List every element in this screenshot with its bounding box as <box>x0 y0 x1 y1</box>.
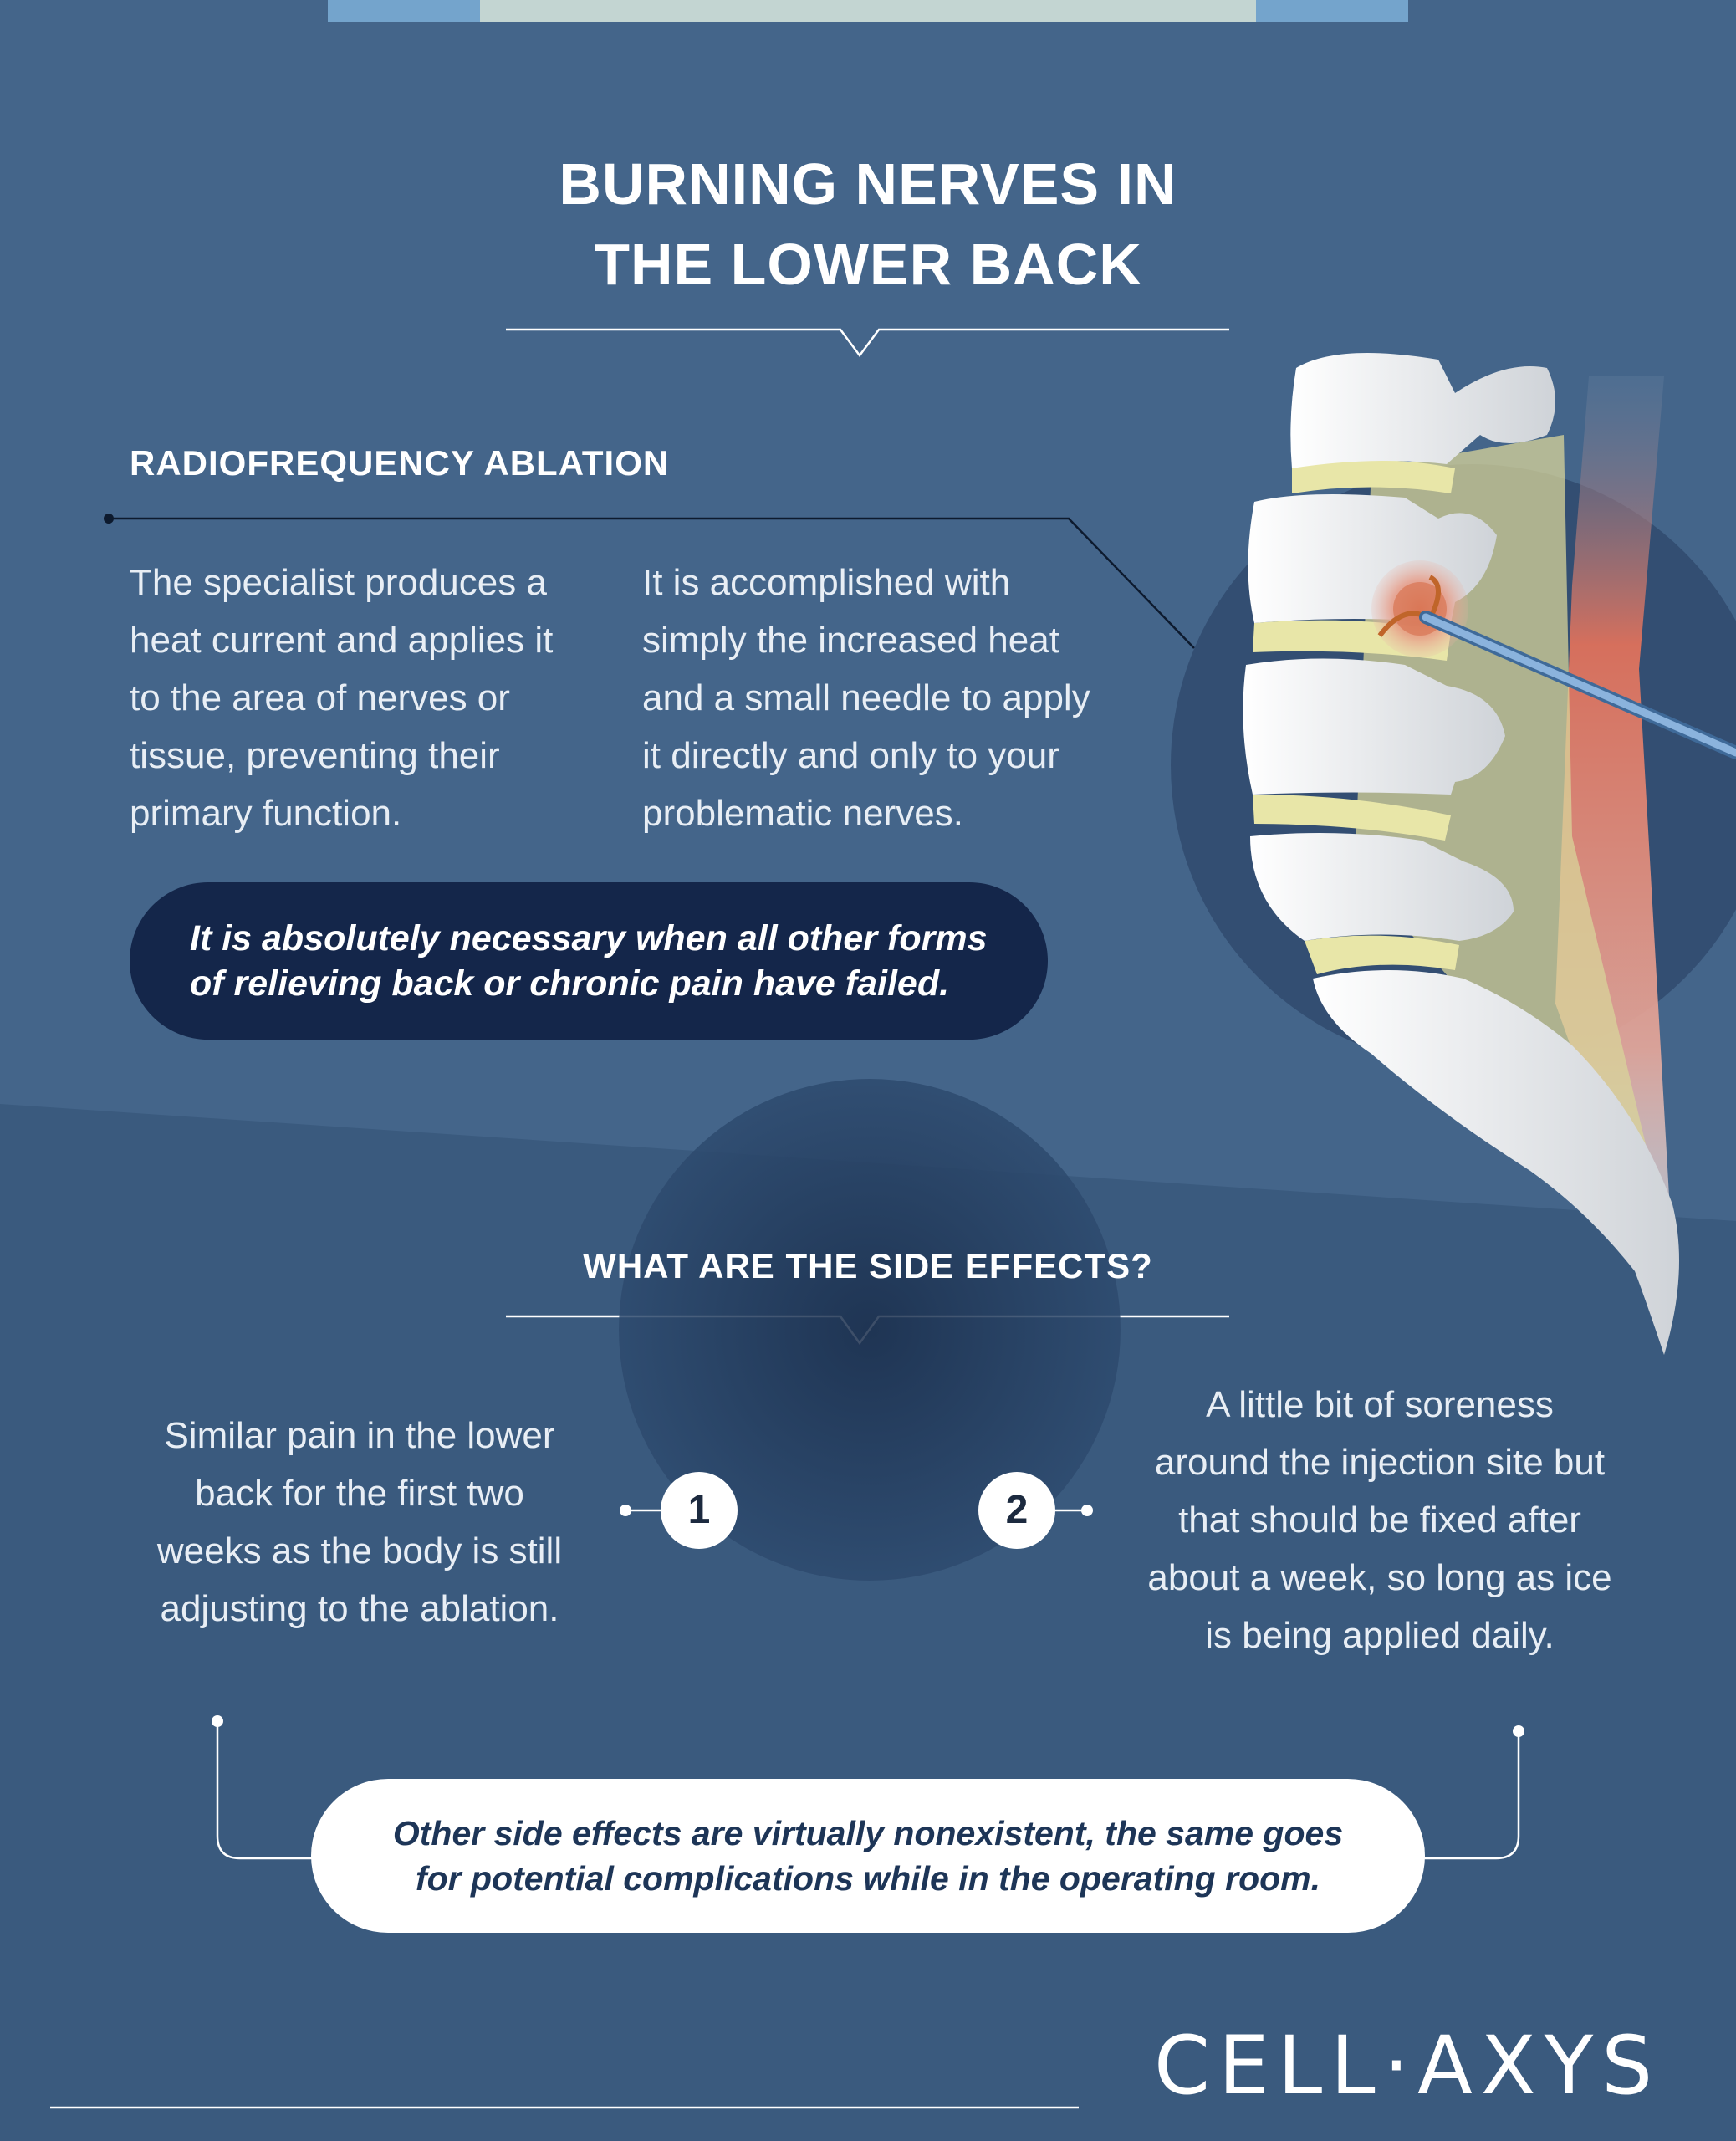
rfa-right-line: and a small needle to apply <box>642 677 1090 718</box>
rfa-callout-pill: It is absolutely necessary when all othe… <box>130 882 1048 1040</box>
rfa-callout-line: of relieving back or chronic pain have f… <box>190 963 950 1004</box>
top-tab-center <box>480 0 1256 22</box>
rfa-right-line: problematic nerves. <box>642 793 963 834</box>
rfa-right-line: it directly and only to your <box>642 735 1059 776</box>
side-effect-1-line: adjusting to the ablation. <box>160 1588 559 1629</box>
side-effect-2-line: that should be fixed after <box>1178 1500 1581 1541</box>
side-effects-callout-line: for potential complications while in the… <box>415 1859 1320 1898</box>
side-effect-2-text: A little bit of soreness around the inje… <box>1112 1376 1647 1664</box>
lumbar-spine-illustration <box>1171 353 1736 1355</box>
center-dark-circle <box>619 1079 1121 1581</box>
rfa-left-line: The specialist produces a <box>130 562 547 603</box>
side-effects-heading: WHAT ARE THE SIDE EFFECTS? <box>583 1246 1153 1285</box>
rfa-left-paragraph: The specialist produces a heat current a… <box>130 554 631 842</box>
side-effect-2-line: A little bit of soreness <box>1206 1384 1554 1425</box>
rfa-left-line: heat current and applies it <box>130 620 554 661</box>
page-title: BURNING NERVES IN THE LOWER BACK <box>450 144 1286 304</box>
side-effect-1-text: Similar pain in the lower back for the f… <box>109 1407 610 1638</box>
title-line-2: THE LOWER BACK <box>594 232 1142 297</box>
side-effects-callout-line: Other side effects are virtually nonexis… <box>392 1814 1344 1852</box>
side-effect-2-line: is being applied daily. <box>1205 1615 1555 1656</box>
side-effects-callout-pill: Other side effects are virtually nonexis… <box>311 1779 1425 1933</box>
rfa-pointer-line <box>109 517 1195 649</box>
side-effect-1-line: back for the first two <box>195 1473 524 1514</box>
side-effect-1-number: 1 <box>661 1472 738 1549</box>
rfa-heading: RADIOFREQUENCY ABLATION <box>130 443 670 483</box>
side-effect-1-line: Similar pain in the lower <box>164 1415 555 1456</box>
side-effect-2-line: around the injection site but <box>1154 1442 1606 1483</box>
rfa-right-line: It is accomplished with <box>642 562 1011 603</box>
rfa-right-paragraph: It is accomplished with simply the incre… <box>642 554 1161 842</box>
bracket-right <box>1422 1731 1520 1860</box>
rfa-left-line: to the area of nerves or <box>130 677 510 718</box>
rfa-left-line: primary function. <box>130 793 402 834</box>
brand-logo: CELL·AXYS <box>1154 2019 1662 2113</box>
rfa-left-line: tissue, preventing their <box>130 735 500 776</box>
title-line-1: BURNING NERVES IN <box>559 151 1177 217</box>
side-effect-2-line: about a week, so long as ice <box>1147 1557 1612 1598</box>
side-effect-2-number: 2 <box>978 1472 1055 1549</box>
bracket-left <box>216 1721 318 1860</box>
rfa-right-line: simply the increased heat <box>642 620 1059 661</box>
rfa-callout-line: It is absolutely necessary when all othe… <box>190 918 988 958</box>
title-divider <box>506 328 1229 358</box>
side-effect-1-line: weeks as the body is still <box>156 1530 563 1571</box>
